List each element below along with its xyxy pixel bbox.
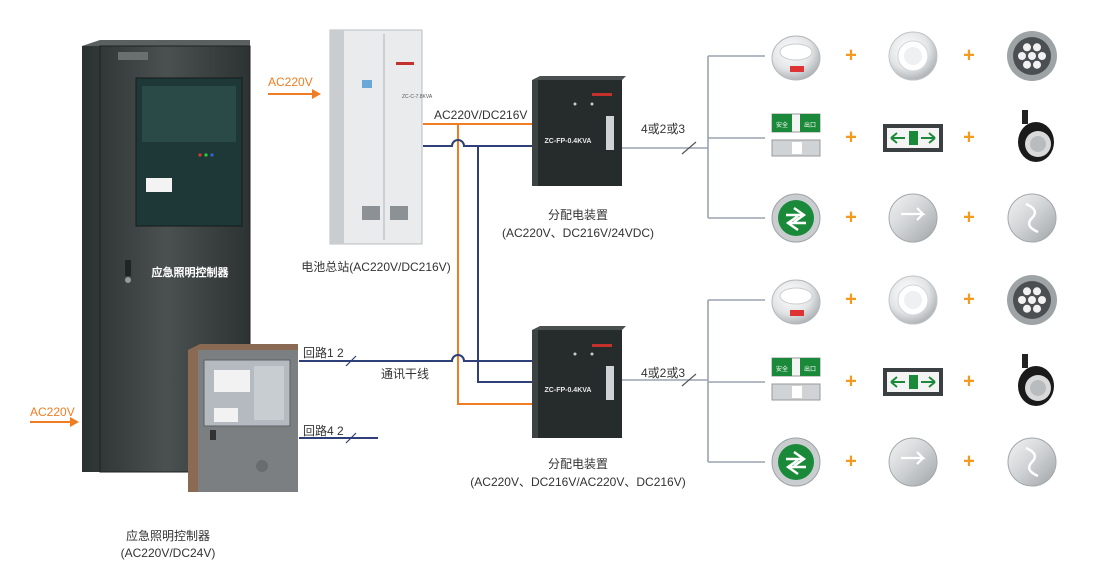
main-power-arrowhead bbox=[312, 89, 321, 99]
panel-controller-name: 应急照明控制器 bbox=[125, 529, 211, 543]
branch-lines-1 bbox=[622, 55, 765, 219]
plus-sign: + bbox=[845, 370, 857, 393]
distribution-spec-2: (AC220V、DC216V/AC220V、DC216V) bbox=[470, 475, 686, 489]
distribution-box-1: ZC-FP-0.4KVA bbox=[532, 76, 626, 186]
plus-sign: + bbox=[963, 370, 975, 393]
plus-sign: + bbox=[845, 126, 857, 149]
branch-count-2: 4或2或3 bbox=[641, 366, 686, 380]
branch-count-1: 4或2或3 bbox=[641, 122, 686, 136]
plus-sign: + bbox=[845, 44, 857, 67]
distribution-spec-1: (AC220V、DC216V/24VDC) bbox=[501, 226, 655, 240]
exit-sign-text-safe: 安全 bbox=[776, 365, 788, 373]
track-spotlight-icon bbox=[1018, 110, 1054, 162]
cabinet-power-arrowhead bbox=[70, 417, 79, 427]
spotlight-ring-icon bbox=[1007, 31, 1057, 81]
smoke-lamp-icon bbox=[771, 279, 821, 325]
plus-sign: + bbox=[963, 126, 975, 149]
plus-sign: + bbox=[963, 450, 975, 473]
round-arrow-sign-icon bbox=[771, 437, 821, 487]
plus-sign: + bbox=[963, 288, 975, 311]
trunk-voltage-label: AC220V/DC216V bbox=[434, 108, 528, 122]
plus-sign: + bbox=[845, 450, 857, 473]
round-arrow-sign-icon bbox=[771, 193, 821, 243]
battery-plate: ZC-C-7.8KVA bbox=[402, 94, 433, 100]
floor-indicator-icon bbox=[888, 437, 938, 487]
ceiling-downlight-icon bbox=[888, 31, 938, 81]
fixture-layer: 安全出口安全出口 bbox=[771, 31, 1057, 487]
main-power-label: AC220V bbox=[268, 75, 313, 89]
floor-arrow-indicator-icon bbox=[1007, 437, 1057, 487]
distribution-name-1: 分配电装置 bbox=[547, 208, 609, 222]
evacuation-arrow-sign-icon bbox=[883, 124, 943, 152]
plus-sign: + bbox=[963, 206, 975, 229]
distribution-plate-2: ZC-FP-0.4KVA bbox=[545, 387, 592, 394]
comm-trunk-line bbox=[299, 139, 532, 439]
exit-sign-text-exit: 出口 bbox=[804, 365, 816, 373]
controller-cabinet: 应急照明控制器 bbox=[82, 40, 251, 473]
floor-indicator-icon bbox=[888, 193, 938, 243]
exit-sign-icon: 安全 出口 bbox=[771, 357, 821, 401]
plus-sign: + bbox=[963, 44, 975, 67]
battery-station: ZC-C-7.8KVA bbox=[329, 29, 433, 245]
evacuation-arrow-sign-icon bbox=[883, 368, 943, 396]
distribution-name-2: 分配电装置 bbox=[547, 457, 609, 471]
wiring bbox=[30, 55, 765, 463]
distribution-box-2: ZC-FP-0.4KVA bbox=[532, 326, 626, 438]
distribution-plate-1: ZC-FP-0.4KVA bbox=[545, 138, 592, 145]
spotlight-ring-icon bbox=[1007, 275, 1057, 325]
track-spotlight-icon bbox=[1018, 354, 1054, 406]
comm-trunk-label: 通讯干线 bbox=[381, 367, 430, 381]
exit-sign-icon: 安全 出口 bbox=[771, 113, 821, 157]
ceiling-downlight-icon bbox=[888, 275, 938, 325]
panel-controller-spec: (AC220V/DC24V) bbox=[120, 546, 216, 560]
cabinet-power-label: AC220V bbox=[30, 405, 75, 419]
panel-controller bbox=[188, 344, 298, 492]
cabinet-front-text: 应急照明控制器 bbox=[152, 265, 230, 279]
exit-sign-text-exit: 出口 bbox=[804, 121, 816, 129]
exit-sign-text-safe: 安全 bbox=[776, 121, 788, 129]
battery-station-label: 电池总站(AC220V/DC216V) bbox=[301, 260, 451, 274]
smoke-lamp-icon bbox=[771, 35, 821, 81]
plus-sign: + bbox=[845, 288, 857, 311]
loop1-label: 回路1 2 bbox=[303, 346, 344, 360]
floor-arrow-indicator-icon bbox=[1007, 193, 1057, 243]
loop4-label: 回路4 2 bbox=[303, 424, 344, 438]
plus-sign: + bbox=[845, 206, 857, 229]
power-trunk-line bbox=[423, 123, 532, 405]
branch-lines-2 bbox=[622, 299, 765, 463]
